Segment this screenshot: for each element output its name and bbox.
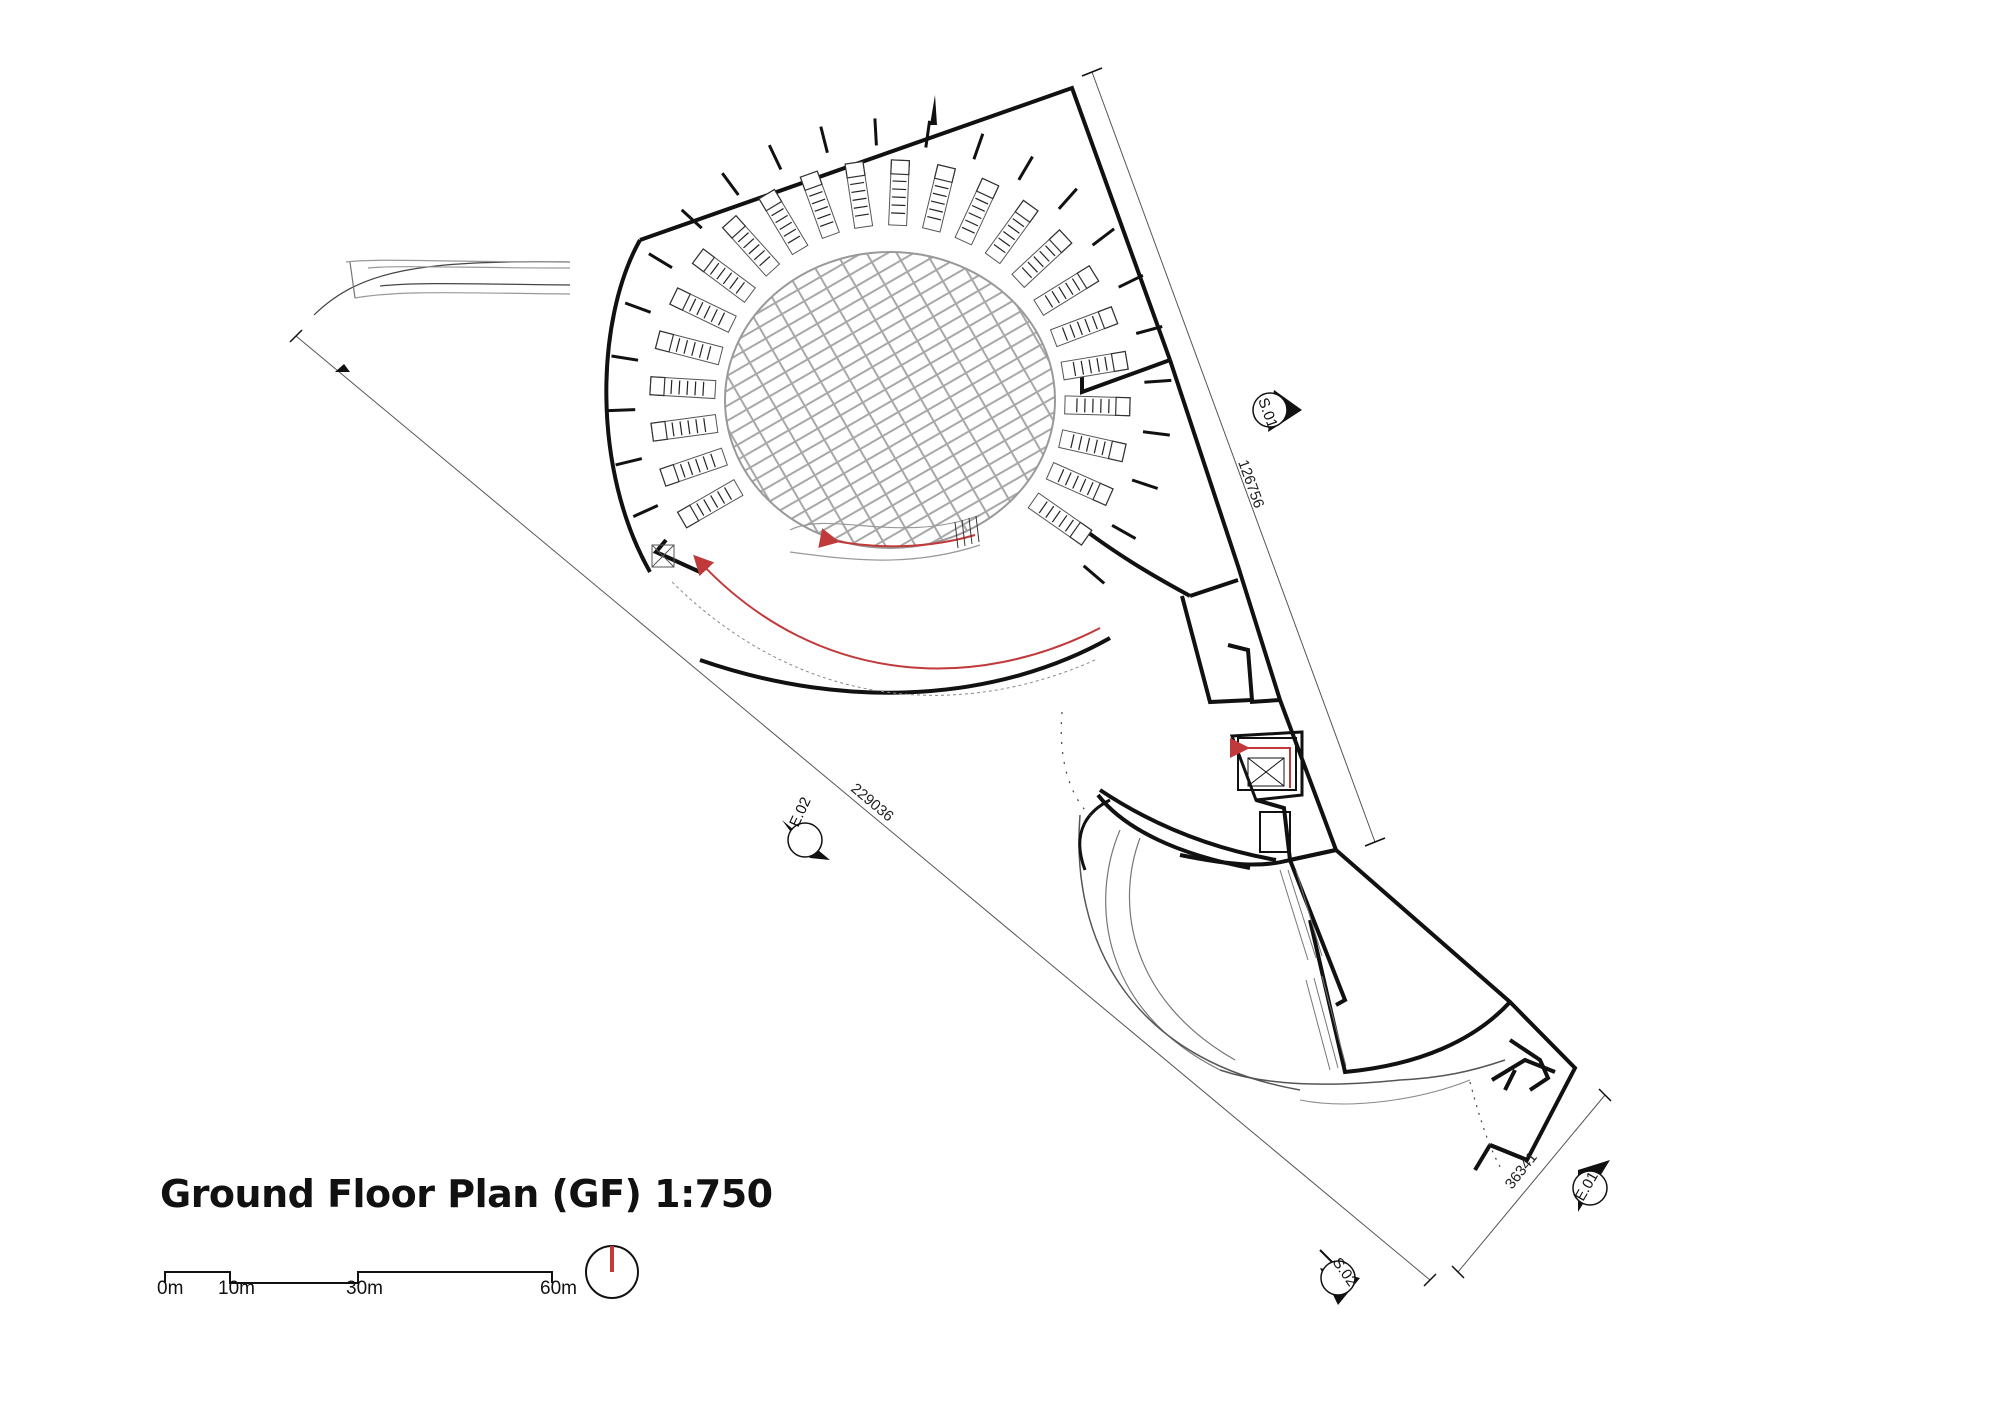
bay-divider: [648, 252, 673, 269]
bay-divider: [611, 354, 639, 362]
bay-divider: [1057, 187, 1078, 210]
vehicle-bay: [654, 330, 724, 366]
building-walls: [604, 85, 1578, 1172]
vehicle-bay: [721, 214, 781, 277]
vehicle-bay: [659, 447, 728, 487]
bay-divider: [924, 120, 932, 148]
vehicle-bay: [888, 159, 911, 227]
bay-divider: [608, 408, 636, 413]
drawing-title: Ground Floor Plan (GF) 1:750: [160, 1172, 773, 1216]
bay-divider: [721, 172, 740, 196]
internal-ramp: [789, 514, 981, 561]
bay-divider: [767, 144, 783, 171]
vehicle-bay: [1049, 306, 1119, 348]
bay-divider: [1135, 325, 1163, 335]
vehicle-bay: [844, 160, 874, 229]
scale-label-10: 10m: [218, 1278, 255, 1299]
scale-label-60: 60m: [540, 1278, 577, 1299]
vehicle-bay: [650, 414, 719, 442]
lift-box: [651, 544, 675, 568]
bay-divider: [680, 208, 703, 230]
dimension-southwest: 229036: [847, 780, 896, 825]
bay-divider: [819, 126, 829, 154]
vehicle-bay: [984, 199, 1039, 265]
bay-divider: [1142, 430, 1170, 437]
bay-divider: [1144, 378, 1172, 384]
section-marker-s01: S.01: [1252, 390, 1302, 432]
vehicle-bay: [758, 188, 809, 256]
bay-divider: [615, 457, 643, 467]
vehicle-bay: [1060, 350, 1129, 381]
stair-core: [1230, 737, 1297, 853]
bay-divider: [1131, 478, 1159, 490]
vehicle-bay: [1033, 264, 1100, 317]
site-dimension-lines: [289, 67, 1612, 1287]
bay-divider: [624, 301, 652, 314]
vehicle-bay: [1027, 492, 1093, 546]
rotunda-paving: [724, 251, 1056, 549]
vehicle-bays: [649, 159, 1131, 546]
vehicle-bay: [1011, 229, 1073, 289]
outer-circulation-arc: [669, 554, 1101, 696]
scale-label-30: 30m: [346, 1278, 383, 1299]
vehicle-bay: [649, 376, 717, 400]
north-indicator-flags: [335, 95, 937, 372]
elevation-marker-e01: E.01: [1572, 1160, 1610, 1212]
corridor-strips: [1279, 869, 1347, 1071]
vehicle-bay: [921, 163, 957, 233]
elevation-marker-e02: E.02: [782, 795, 830, 860]
bay-divider: [1017, 155, 1034, 181]
bay-divider: [1082, 564, 1106, 585]
bay-divider: [873, 118, 878, 146]
vehicle-bay: [799, 170, 840, 239]
bay-divider: [972, 133, 985, 160]
bay-divider: [1111, 523, 1137, 540]
scale-label-0: 0m: [157, 1278, 184, 1299]
dimension-northeast: 126756: [1234, 458, 1267, 511]
vehicle-bay: [1064, 395, 1131, 417]
vehicle-bay: [1045, 461, 1114, 507]
vehicle-bay: [1058, 429, 1127, 463]
vehicle-bay: [676, 479, 744, 529]
north-arrow-icon: [585, 1245, 639, 1299]
vehicle-bay: [669, 287, 737, 333]
section-marker-s02: S.02: [1319, 1249, 1360, 1305]
bay-divider-walls: [608, 118, 1172, 585]
bay-divider: [1118, 273, 1144, 289]
vehicle-bay: [954, 177, 1000, 246]
scale-bar: [164, 1271, 553, 1284]
bay-divider: [1091, 227, 1116, 247]
vehicle-bay: [691, 248, 756, 304]
entrance-canopy: [1060, 711, 1506, 1171]
bay-divider: [632, 504, 659, 518]
dimension-southeast: 36341: [1502, 1149, 1541, 1192]
entry-road: [313, 259, 571, 316]
